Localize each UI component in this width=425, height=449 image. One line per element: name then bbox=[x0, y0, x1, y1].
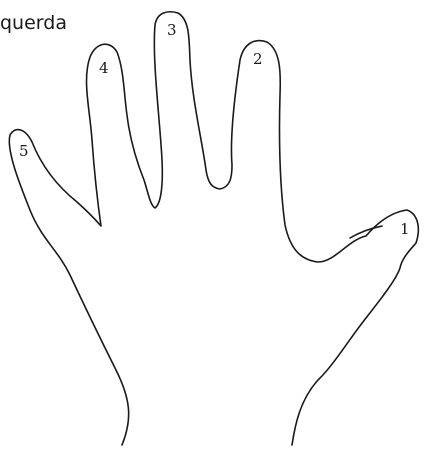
finger-number-pinky: 5 bbox=[19, 142, 29, 160]
hand-outline-path bbox=[9, 12, 418, 445]
finger-number-middle: 3 bbox=[167, 21, 177, 39]
finger-number-index: 2 bbox=[253, 50, 263, 68]
finger-number-ring: 4 bbox=[99, 59, 109, 77]
finger-numbers: 1 2 3 4 5 bbox=[19, 21, 410, 238]
finger-number-thumb: 1 bbox=[400, 220, 410, 238]
